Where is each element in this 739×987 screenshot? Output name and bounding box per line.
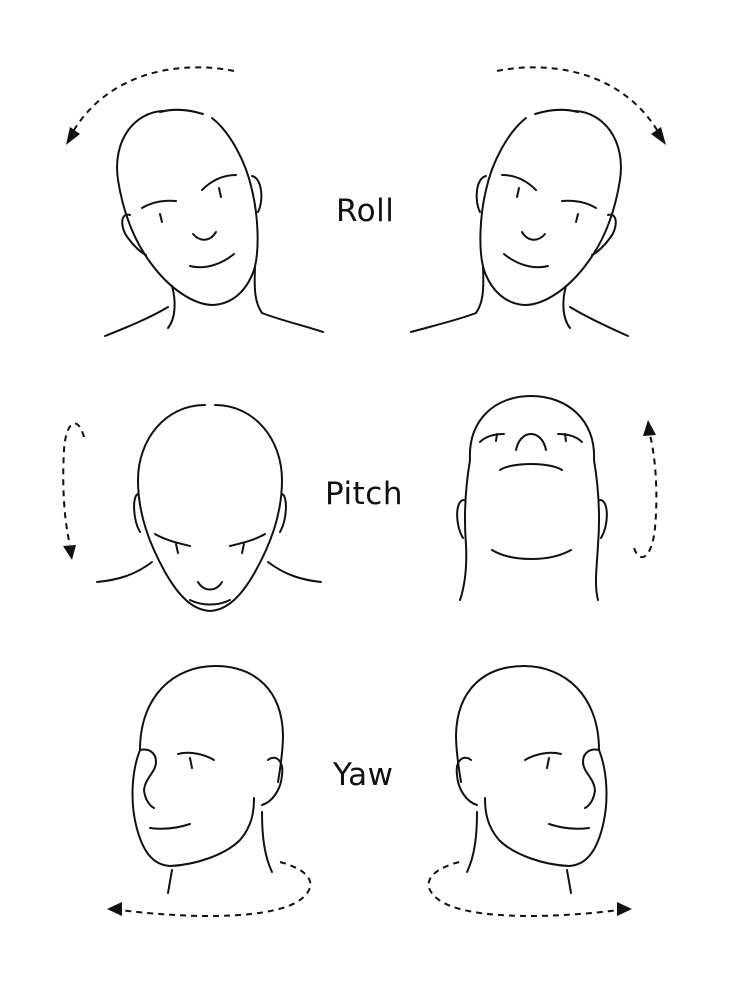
yaw-right-head — [456, 666, 606, 893]
roll-left-arrow — [66, 67, 234, 145]
roll-right-head — [411, 110, 628, 336]
roll-label: Roll — [336, 193, 394, 229]
roll-left-head — [105, 110, 323, 336]
yaw-label: Yaw — [333, 757, 394, 793]
pitch-left-head — [97, 405, 321, 611]
pitch-left-arrow — [63, 423, 84, 560]
yaw-left-head — [133, 666, 283, 893]
pitch-right-head — [457, 396, 607, 600]
pitch-label: Pitch — [325, 476, 403, 512]
roll-right-arrow — [497, 67, 666, 145]
yaw-right-arrow — [429, 862, 632, 916]
yaw-left-arrow — [107, 862, 310, 916]
pitch-right-arrow — [634, 420, 656, 557]
